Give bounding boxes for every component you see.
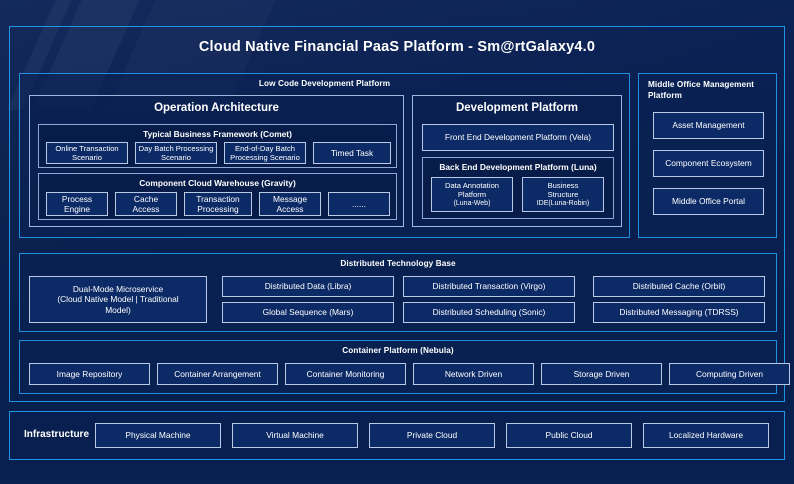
back-end-box-data-annotation-platform[interactable]: Data Annotation Platform (Luna-Web) bbox=[431, 177, 513, 212]
front-end-development-platform-box[interactable]: Front End Development Platform (Vela) bbox=[422, 124, 614, 151]
typical-business-framework-title: Typical Business Framework (Comet) bbox=[143, 129, 292, 139]
distributed-box-dual-mode-microservice[interactable]: Dual-Mode Microservice (Cloud Native Mod… bbox=[29, 276, 207, 323]
container-box-image-repository[interactable]: Image Repository bbox=[29, 363, 150, 385]
infrastructure-box-private-cloud[interactable]: Private Cloud bbox=[369, 423, 495, 448]
development-platform-panel: Development Platform Front End Developme… bbox=[412, 95, 622, 227]
scenario-box-day-batch-processing[interactable]: Day Batch Processing Scenario bbox=[135, 142, 217, 164]
container-platform-panel: Container Platform (Nebula) Image Reposi… bbox=[19, 340, 790, 394]
middle-office-box-component-ecosystem[interactable]: Component Ecosystem bbox=[653, 150, 764, 177]
infrastructure-box-virtual-machine[interactable]: Virtual Machine bbox=[232, 423, 358, 448]
back-end-development-platform-group: Back End Development Platform (Luna) Dat… bbox=[422, 157, 614, 219]
container-box-storage-driven[interactable]: Storage Driven bbox=[541, 363, 662, 385]
container-box-computing-driven[interactable]: Computing Driven bbox=[669, 363, 790, 385]
middle-office-box-asset-management[interactable]: Asset Management bbox=[653, 112, 764, 139]
container-box-container-arrangement[interactable]: Container Arrangement bbox=[157, 363, 278, 385]
component-box-cache-access[interactable]: Cache Access bbox=[115, 192, 177, 216]
distributed-box-distributed-data[interactable]: Distributed Data (Libra) bbox=[222, 276, 394, 297]
component-cloud-warehouse-group: Component Cloud Warehouse (Gravity) Proc… bbox=[38, 173, 397, 220]
component-box-message-access[interactable]: Message Access bbox=[259, 192, 321, 216]
distributed-box-distributed-messaging[interactable]: Distributed Messaging (TDRSS) bbox=[593, 302, 765, 323]
infrastructure-panel: Infrastructure Physical Machine Virtual … bbox=[9, 411, 785, 460]
back-end-development-platform-title: Back End Development Platform (Luna) bbox=[439, 162, 597, 172]
operation-architecture-panel: Operation Architecture Typical Business … bbox=[29, 95, 404, 227]
scenario-box-timed-task[interactable]: Timed Task bbox=[313, 142, 391, 164]
infrastructure-box-localized-hardware[interactable]: Localized Hardware bbox=[643, 423, 769, 448]
page-title: Cloud Native Financial PaaS Platform - S… bbox=[198, 39, 596, 55]
infrastructure-label: Infrastructure bbox=[24, 429, 90, 440]
container-box-container-monitoring[interactable]: Container Monitoring bbox=[285, 363, 406, 385]
low-code-platform-title: Low Code Development Platform bbox=[258, 79, 391, 88]
distributed-technology-base-panel: Distributed Technology Base Dual-Mode Mi… bbox=[19, 253, 777, 332]
middle-office-box-middle-office-portal[interactable]: Middle Office Portal bbox=[653, 188, 764, 215]
distributed-box-distributed-transaction[interactable]: Distributed Transaction (Virgo) bbox=[403, 276, 575, 297]
infrastructure-box-physical-machine[interactable]: Physical Machine bbox=[95, 423, 221, 448]
container-platform-title: Container Platform (Nebula) bbox=[342, 346, 454, 355]
distributed-box-distributed-scheduling[interactable]: Distributed Scheduling (Sonic) bbox=[403, 302, 575, 323]
scenario-box-end-of-day-batch[interactable]: End-of-Day Batch Processing Scenario bbox=[224, 142, 306, 164]
development-platform-title: Development Platform bbox=[455, 102, 579, 114]
component-cloud-warehouse-title: Component Cloud Warehouse (Gravity) bbox=[139, 178, 296, 188]
typical-business-framework-group: Typical Business Framework (Comet) Onlin… bbox=[38, 124, 397, 168]
middle-office-title: Middle Office Management Platform bbox=[648, 80, 755, 101]
distributed-box-global-sequence[interactable]: Global Sequence (Mars) bbox=[222, 302, 394, 323]
operation-architecture-title: Operation Architecture bbox=[154, 102, 279, 114]
platform-outer-frame: Cloud Native Financial PaaS Platform - S… bbox=[9, 26, 790, 402]
scenario-box-online-transaction[interactable]: Online Transaction Scenario bbox=[46, 142, 128, 164]
component-box-process-engine[interactable]: Process Engine bbox=[46, 192, 108, 216]
infrastructure-box-public-cloud[interactable]: Public Cloud bbox=[506, 423, 632, 448]
back-end-box-business-structure-ide[interactable]: Business Structure IDE(Luna-Robin) bbox=[522, 177, 604, 212]
middle-office-management-platform-panel: Middle Office Management Platform Asset … bbox=[638, 73, 777, 238]
component-box-transaction-processing[interactable]: Transaction Processing bbox=[184, 192, 252, 216]
container-box-network-driven[interactable]: Network Driven bbox=[413, 363, 534, 385]
distributed-box-distributed-cache[interactable]: Distributed Cache (Orbit) bbox=[593, 276, 765, 297]
low-code-development-platform-panel: Low Code Development Platform Operation … bbox=[19, 73, 630, 238]
component-box-more[interactable]: ...... bbox=[328, 192, 390, 216]
distributed-technology-base-title: Distributed Technology Base bbox=[340, 259, 456, 268]
